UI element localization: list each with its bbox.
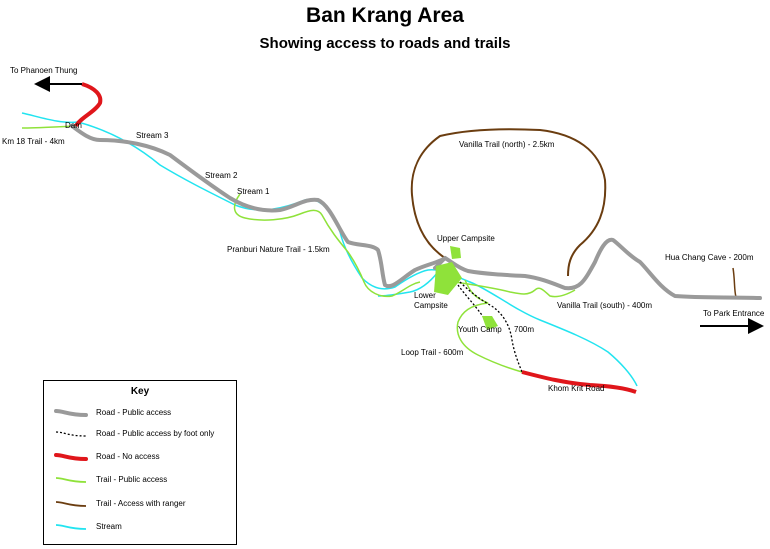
label-lower-campsite-1: Lower xyxy=(414,291,436,300)
lower-campsite-area xyxy=(434,262,462,295)
upper-campsite-area xyxy=(450,246,461,259)
key-swatch-stream xyxy=(55,524,87,530)
label-hua-chang-cave: Hua Chang Cave - 200m xyxy=(665,253,754,262)
label-loop-trail: Loop Trail - 600m xyxy=(401,348,464,357)
label-pranburi-trail: Pranburi Nature Trail - 1.5km xyxy=(227,245,330,254)
label-dam: Dam xyxy=(65,121,82,130)
key-label-trail-public: Trail - Public access xyxy=(96,475,168,484)
label-stream-3: Stream 3 xyxy=(136,131,169,140)
label-khom-krit-road: Khom Krit Road xyxy=(548,384,605,393)
map-subtitle: Showing access to roads and trails xyxy=(259,35,511,52)
trail-pranburi xyxy=(233,193,421,298)
road-no-access-north xyxy=(74,82,103,128)
label-youth-distance: 700m xyxy=(514,325,535,334)
key-label-stream: Stream xyxy=(96,522,122,531)
key-item-road-public: Road - Public access xyxy=(44,406,236,422)
key-item-road-no-access: Road - No access xyxy=(44,450,236,466)
key-label-road-no-access: Road - No access xyxy=(96,452,160,461)
label-km18-trail: Km 18 Trail - 4km xyxy=(2,137,65,146)
key-swatch-road-foot xyxy=(55,431,87,437)
label-stream-1: Stream 1 xyxy=(237,187,270,196)
trail-hua-chang xyxy=(732,267,737,298)
label-stream-2: Stream 2 xyxy=(205,171,238,180)
key-item-trail-ranger: Trail - Access with ranger xyxy=(44,497,236,513)
road-no-access-khom-krit xyxy=(521,370,637,394)
trail-vanilla-south xyxy=(454,281,576,298)
key-swatch-road-no-access xyxy=(54,453,88,461)
key-label-trail-ranger: Trail - Access with ranger xyxy=(96,499,186,508)
key-swatch-trail-ranger xyxy=(55,501,87,507)
label-phanoen: To Phanoen Thung xyxy=(10,66,78,75)
key-swatch-trail-public xyxy=(55,477,87,483)
label-lower-campsite-2: Campsite xyxy=(414,301,448,310)
map-title: Ban Krang Area xyxy=(306,4,464,27)
label-upper-campsite: Upper Campsite xyxy=(437,234,495,243)
key-item-trail-public: Trail - Public access xyxy=(44,473,236,489)
road-public xyxy=(70,124,762,300)
key-label-road-foot: Road - Public access by foot only xyxy=(96,429,215,438)
key-item-road-foot: Road - Public access by foot only xyxy=(44,427,236,443)
stream-branch xyxy=(377,271,439,297)
youth-camp-area xyxy=(482,316,498,330)
key-label-road-public: Road - Public access xyxy=(96,408,172,417)
road-foot-only xyxy=(459,281,523,373)
key-item-stream: Stream xyxy=(44,520,236,536)
map-key: Key Road - Public access Road - Public a… xyxy=(43,380,237,545)
label-youth-camp: Youth Camp xyxy=(458,325,502,334)
label-vanilla-south: Vanilla Trail (south) - 400m xyxy=(557,301,652,310)
label-park-entrance: To Park Entrance xyxy=(703,309,765,318)
key-title: Key xyxy=(130,386,150,397)
trail-vanilla-north xyxy=(410,128,607,277)
key-swatch-road-public xyxy=(54,409,88,417)
label-vanilla-north: Vanilla Trail (north) - 2.5km xyxy=(459,140,555,149)
